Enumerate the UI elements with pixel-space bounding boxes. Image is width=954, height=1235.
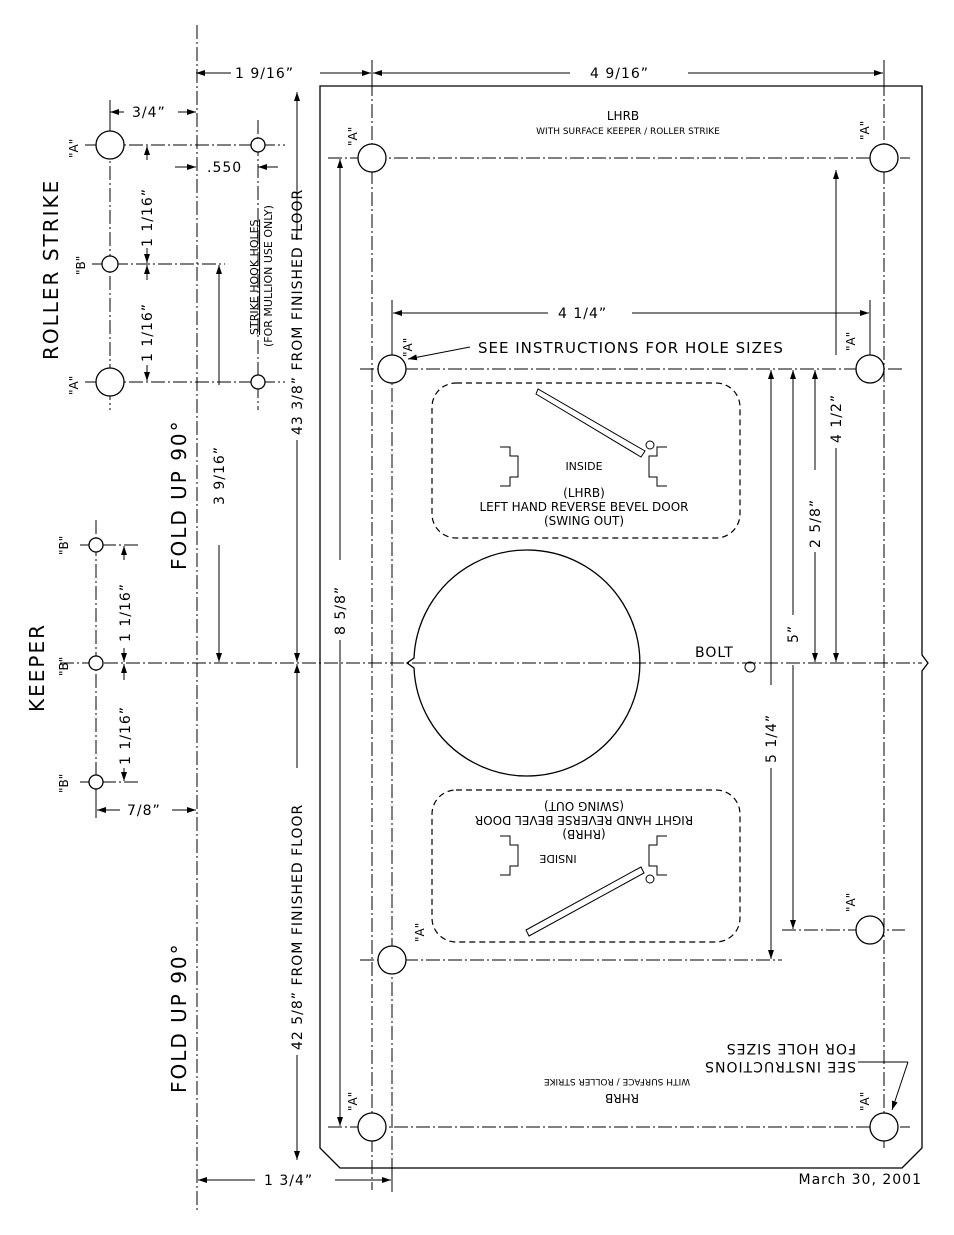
label-b-keeper-mid: "B" bbox=[57, 657, 71, 676]
fold-up-upper: FOLD UP 90° bbox=[167, 419, 191, 570]
dim-1-1-16-keeper-top: 1 1/16” bbox=[118, 583, 134, 642]
hole-a-top-right bbox=[869, 143, 899, 173]
label-a-upper-left: "A" bbox=[401, 338, 415, 357]
rhrb-paren-label: (RHRB) bbox=[562, 827, 605, 841]
lock-cylinder-circle bbox=[405, 549, 641, 777]
keeper-hole-top bbox=[88, 537, 104, 553]
dim-43-3-8: 43 3/8” FROM FINISHED FLOOR bbox=[290, 189, 306, 435]
rs-hole-b bbox=[101, 255, 119, 273]
hole-a-bottom-left bbox=[357, 1112, 387, 1142]
rhrb-swing-out-label: (SWING OUT) bbox=[544, 799, 624, 813]
date-label: March 30, 2001 bbox=[799, 1172, 922, 1188]
template-holes bbox=[357, 143, 899, 1142]
label-a-rs-bot: "A" bbox=[67, 376, 81, 395]
keeper-holes bbox=[88, 537, 104, 790]
hole-a-upper-left bbox=[377, 354, 407, 384]
lhrb-door-symbol-icon bbox=[500, 388, 667, 487]
hole-a-upper-right bbox=[855, 354, 885, 384]
lhrb-subtitle: WITH SURFACE KEEPER / ROLLER STRIKE bbox=[536, 127, 720, 137]
bolt-label: BOLT bbox=[695, 645, 734, 661]
dim-7-8: 7/8” bbox=[127, 803, 161, 819]
dim-5-1-4: 5 1/4” bbox=[764, 714, 780, 763]
label-a-lower-left: "A" bbox=[413, 923, 427, 942]
template-outline bbox=[319, 85, 929, 1169]
dim-550: .550 bbox=[207, 160, 242, 176]
label-a-top-left: "A" bbox=[346, 127, 360, 146]
keeper-title: KEEPER bbox=[25, 623, 49, 712]
hole-a-lower-right bbox=[855, 915, 885, 945]
rhrb-subtitle: WITH SURFACE / ROLLER STRIKE bbox=[544, 1076, 690, 1086]
for-mullion-label: (FOR MULLION USE ONLY) bbox=[262, 205, 275, 347]
label-b-keeper-bot: "B" bbox=[57, 774, 71, 793]
rhrb-door-box bbox=[431, 789, 741, 943]
rhrb-door-symbol-icon bbox=[500, 835, 667, 937]
lhrb-title: LHRB bbox=[607, 109, 639, 123]
rhrb-title: RHRB bbox=[605, 1091, 639, 1105]
dim-1-3-4: 1 3/4” bbox=[264, 1173, 313, 1189]
roller-strike-title: ROLLER STRIKE bbox=[39, 179, 63, 360]
keeper-hole-mid bbox=[88, 655, 104, 671]
rhrb-inside-label: INSIDE bbox=[539, 852, 576, 865]
dim-1-9-16: 1 9/16” bbox=[235, 66, 294, 82]
dim-4-1-2: 4 1/2” bbox=[829, 394, 845, 443]
lhrb-door-box bbox=[431, 382, 741, 539]
right-hand-label: RIGHT HAND REVERSE BEVEL DOOR bbox=[475, 813, 693, 827]
left-hand-label: LEFT HAND REVERSE BEVEL DOOR bbox=[479, 500, 688, 514]
see-instructions-upside: SEE INSTRUCTIONS bbox=[704, 1058, 856, 1074]
dim-5: 5” bbox=[786, 625, 802, 643]
label-a-bottom-left: "A" bbox=[346, 1092, 360, 1111]
hole-a-lower-left bbox=[377, 945, 407, 975]
label-a-bottom-right: "A" bbox=[858, 1092, 872, 1111]
rs-hole-a-bottom bbox=[95, 367, 125, 397]
dim-1-1-16-keeper-bot: 1 1/16” bbox=[118, 706, 134, 765]
bolt-point-icon bbox=[744, 661, 756, 673]
roller-strike-holes bbox=[95, 130, 266, 397]
label-b-keeper-top: "B" bbox=[57, 536, 71, 555]
lhrb-inside-label: INSIDE bbox=[565, 460, 602, 473]
label-b-rs: "B" bbox=[74, 256, 88, 275]
label-a-lower-right: "A" bbox=[844, 893, 858, 912]
keeper-hole-bottom bbox=[88, 774, 104, 790]
hole-a-top-left bbox=[357, 143, 387, 173]
dim-2-5-8: 2 5/8” bbox=[808, 499, 824, 548]
hole-a-bottom-right bbox=[869, 1112, 899, 1142]
dim-3-9-16: 3 9/16” bbox=[212, 446, 228, 505]
for-hole-sizes-upside: FOR HOLE SIZES bbox=[726, 1040, 856, 1056]
dim-3-4: 3/4” bbox=[132, 105, 166, 121]
dim-42-5-8: 42 5/8” FROM FINISHED FLOOR bbox=[290, 804, 306, 1050]
lhrb-paren-label: (LHRB) bbox=[563, 486, 605, 500]
dim-1-1-16-rs-top: 1 1/16” bbox=[140, 188, 156, 247]
see-instructions-label: SEE INSTRUCTIONS FOR HOLE SIZES bbox=[478, 339, 784, 357]
dim-8-5-8: 8 5/8” bbox=[333, 586, 349, 635]
strike-hook-hole-top bbox=[250, 137, 266, 153]
fold-up-lower: FOLD UP 90° bbox=[167, 942, 191, 1093]
dim-4-9-16: 4 9/16” bbox=[590, 66, 649, 82]
rs-hole-a-top bbox=[95, 130, 125, 160]
label-a-rs-top: "A" bbox=[67, 139, 81, 158]
dim-1-1-16-rs-bot: 1 1/16” bbox=[140, 303, 156, 362]
label-a-top-right: "A" bbox=[858, 121, 872, 140]
label-a-upper-right: "A" bbox=[844, 332, 858, 351]
strike-hook-holes-label: STRIKE HOOK HOLES bbox=[248, 219, 261, 335]
dim-4-1-4: 4 1/4” bbox=[558, 306, 607, 322]
strike-hook-hole-bottom bbox=[250, 374, 266, 390]
lhrb-swing-out-label: (SWING OUT) bbox=[544, 514, 624, 528]
